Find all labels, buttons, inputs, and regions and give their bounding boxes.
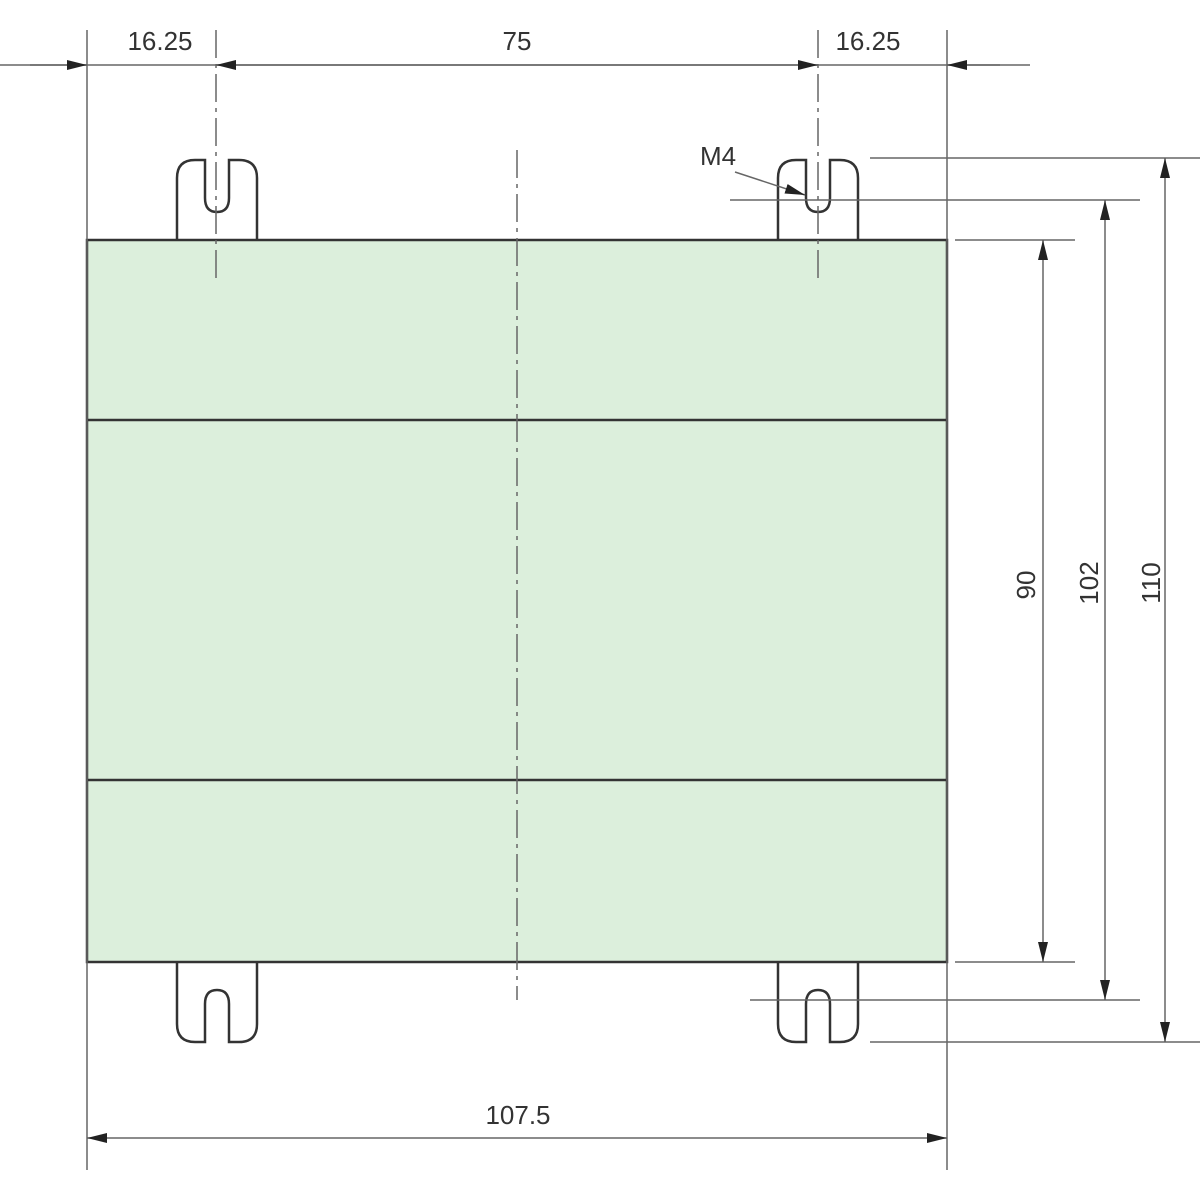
dim-label-102: 102: [1074, 561, 1104, 604]
callout-leader: [734, 171, 806, 196]
callout-m4: M4: [700, 141, 736, 171]
dim-label-top-left: 16.25: [127, 26, 192, 56]
dim-label-90: 90: [1011, 571, 1041, 600]
dim-label-top-right: 16.25: [835, 26, 900, 56]
dim-label-width: 107.5: [485, 1100, 550, 1130]
dim-label-110: 110: [1136, 562, 1166, 603]
mounting-tab-bottom-left: [175, 960, 259, 1044]
mounting-tab-top-left: [175, 158, 259, 242]
mounting-tab-bottom-right: [776, 960, 860, 1044]
dim-label-hole-spacing: 75: [503, 26, 532, 56]
